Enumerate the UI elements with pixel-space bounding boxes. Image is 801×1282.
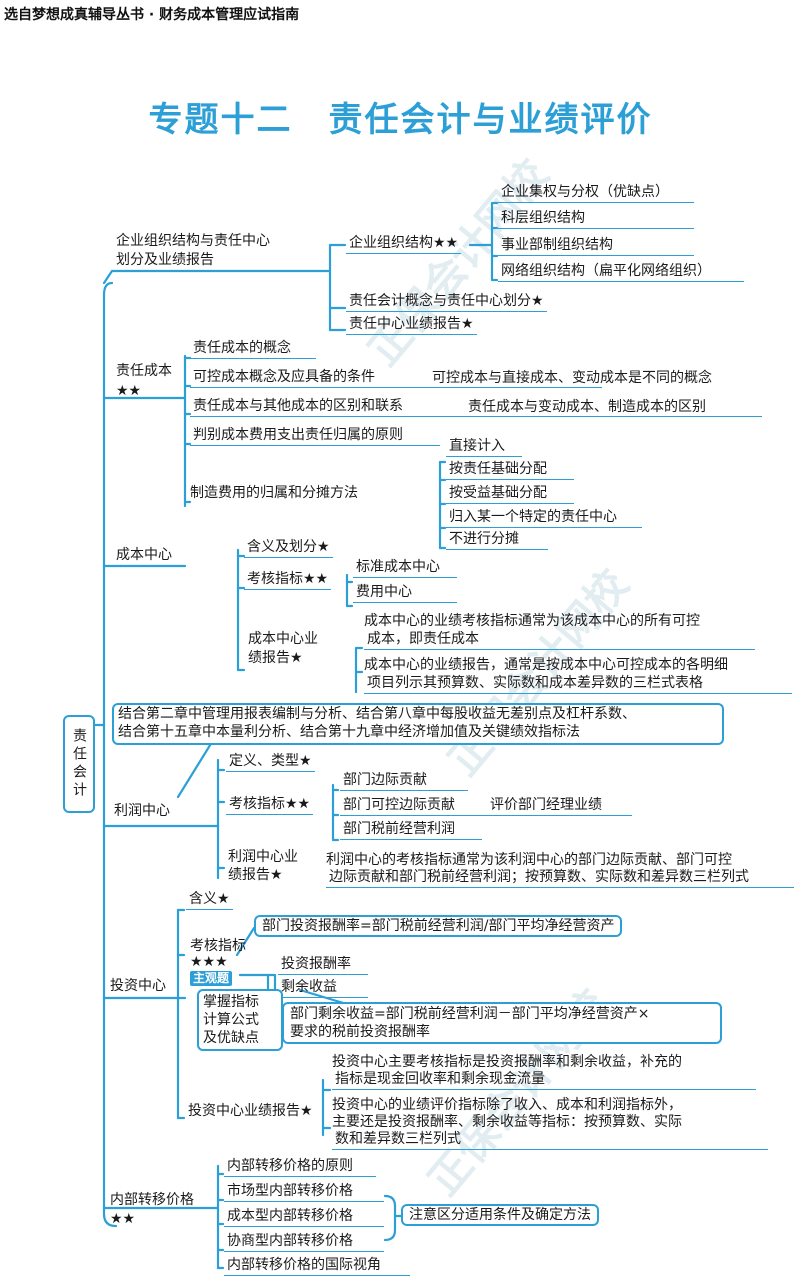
s5-note2-3: 数和差异数三栏列式 xyxy=(332,1130,768,1150)
s5-note2-2: 主要还是投资报酬率、剩余收益等指标：按预算数、实际 xyxy=(332,1114,682,1130)
s4-note-2: 边际贡献和部门税前经营利润；按预算数、实际数和差异数三栏列式 xyxy=(326,868,794,888)
s3-note1-2: 成本，即责任成本 xyxy=(364,630,755,650)
s2-ctrl: 可控成本概念及应具备的条件 xyxy=(190,368,602,388)
s3-meaning: 含义及划分★ xyxy=(244,538,333,558)
s3-kpi: 考核指标★★ xyxy=(244,570,332,590)
s2-label: 责任成本 xyxy=(116,363,172,379)
subjective-badge: 主观题 xyxy=(190,971,233,986)
org-item: 网络组织结构（扁平化网络组织） xyxy=(498,262,744,282)
grasp-box: 掌握指标 计算公式 及优缺点 xyxy=(197,989,283,1051)
s4-report-2: 绩报告★ xyxy=(228,867,283,883)
root-label: 责任会计 xyxy=(71,728,87,800)
s5-ri: 剩余收益 xyxy=(278,978,368,998)
s1-label: 企业组织结构与责任中心 xyxy=(116,233,270,249)
combine-line1: 结合第二章中管理用报表编制与分析、结合第八章中每股收益无差别点及杠杆系数、 xyxy=(118,706,636,722)
s2-diff-note: 责任成本与变动成本、制造成本的区别 xyxy=(468,399,706,415)
s4-kpi-item: 部门可控边际贡献 xyxy=(340,796,632,816)
s3-note2: 成本中心的业绩报告，通常是按成本中心可控成本的各明细 xyxy=(364,657,728,673)
s1-report: 责任中心业绩报告★ xyxy=(346,315,477,335)
mfg-item: 归入某一个特定的责任中心 xyxy=(446,508,642,528)
s5-note2: 投资中心的业绩评价指标除了收入、成本和利润指标外， xyxy=(332,1097,682,1113)
s5-roi: 投资报酬率 xyxy=(278,955,368,975)
s6-stars: ★★ xyxy=(110,1211,136,1227)
ri-formula-line1: 部门剩余收益=部门税前经营利润－部门平均净经营资产× xyxy=(290,1006,650,1022)
s5-kpi-stars: ★★★ xyxy=(190,954,228,970)
s4-kpi-note: 评价部门经理业绩 xyxy=(490,797,602,813)
s3-label: 成本中心 xyxy=(116,547,172,563)
page-title: 专题十二 责任会计与业绩评价 xyxy=(148,100,653,140)
book-header: 选自梦想成真辅导丛书 · 财务成本管理应试指南 xyxy=(4,7,300,23)
s4-report: 利润中心业 xyxy=(228,849,298,865)
mfg-item: 按责任基础分配 xyxy=(446,460,574,480)
s3-note1: 成本中心的业绩考核指标通常为该成本中心的所有可控 xyxy=(364,613,700,629)
grasp-line2: 计算公式 xyxy=(203,1012,259,1028)
transfer-note-box: 注意区分适用条件及确定方法 xyxy=(401,1204,599,1226)
transfer-price-item: 内部转移价格的原则 xyxy=(224,1157,376,1177)
org-structure-node: 企业组织结构★★ xyxy=(346,234,462,254)
mfg-item: 按受益基础分配 xyxy=(446,484,574,504)
s1-label-2: 划分及业绩报告 xyxy=(116,252,214,268)
s3-report: 成本中心业 xyxy=(248,631,318,647)
org-item: 科层组织结构 xyxy=(498,209,694,229)
transfer-price-item: 内部转移价格的国际视角 xyxy=(224,1256,410,1276)
s2-principle: 判别成本费用支出责任归属的原则 xyxy=(190,426,440,446)
s5-kpi: 考核指标 xyxy=(190,938,246,954)
ri-formula-line2: 要求的税前投资报酬率 xyxy=(290,1024,430,1040)
s3-kpi-item: 标准成本中心 xyxy=(353,558,457,578)
roi-formula-box: 部门投资报酬率=部门税前经营利润/部门平均净经营资产 xyxy=(254,915,623,937)
combine-line2: 结合第十五章中本量利分析、结合第十九章中经济增加值及关键绩效指标法 xyxy=(118,724,580,740)
s5-note1: 投资中心主要考核指标是投资报酬率和剩余收益，补充的 xyxy=(332,1054,682,1070)
s4-def: 定义、类型★ xyxy=(226,752,315,772)
s4-note: 利润中心的考核指标通常为该利润中心的部门边际贡献、部门可控 xyxy=(326,852,732,868)
s3-note2-2: 项目列示其预算数、实际数和成本差异数的三栏式表格 xyxy=(364,674,792,694)
mfg-item: 直接计入 xyxy=(446,437,522,457)
s1-concept: 责任会计概念与责任中心划分★ xyxy=(346,292,547,312)
s4-label: 利润中心 xyxy=(114,803,170,819)
ri-formula-box: 部门剩余收益=部门税前经营利润－部门平均净经营资产× 要求的税前投资报酬率 xyxy=(282,1002,722,1044)
s4-kpi: 考核指标★★ xyxy=(226,795,314,815)
combine-box: 结合第二章中管理用报表编制与分析、结合第八章中每股收益无差别点及杠杆系数、 结合… xyxy=(112,703,724,745)
s2-concept: 责任成本的概念 xyxy=(190,339,316,359)
s5-label: 投资中心 xyxy=(110,978,166,994)
s5-badge-wrap: 主观题 xyxy=(190,969,233,987)
s5-meaning: 含义★ xyxy=(186,890,233,910)
s3-kpi-item: 费用中心 xyxy=(353,583,457,603)
org-item: 企业集权与分权（优缺点） xyxy=(498,183,694,203)
transfer-price-item: 协商型内部转移价格 xyxy=(224,1232,384,1252)
org-item: 事业部制组织结构 xyxy=(498,236,694,256)
transfer-price-item: 市场型内部转移价格 xyxy=(224,1182,384,1202)
grasp-line1: 掌握指标 xyxy=(203,994,259,1010)
s2-mfg: 制造费用的归属和分摊方法 xyxy=(190,485,358,501)
s2-diff: 责任成本与其他成本的区别和联系 xyxy=(190,397,762,417)
s2-stars: ★★ xyxy=(116,383,142,399)
grasp-line3: 及优缺点 xyxy=(203,1030,259,1046)
s4-kpi-item: 部门边际贡献 xyxy=(340,771,468,791)
s5-note1-2: 指标是现金回收率和剩余现金流量 xyxy=(332,1070,756,1090)
transfer-price-item: 成本型内部转移价格 xyxy=(224,1207,384,1227)
s5-report: 投资中心业绩报告★ xyxy=(188,1103,313,1119)
root-node: 责任会计 xyxy=(63,715,95,813)
s3-report-2: 绩报告★ xyxy=(248,650,303,666)
s4-kpi-item: 部门税前经营利润 xyxy=(340,820,482,840)
s6-label: 内部转移价格 xyxy=(110,1192,194,1208)
s2-ctrl-note: 可控成本与直接成本、变动成本是不同的概念 xyxy=(432,370,712,386)
mfg-item: 不进行分摊 xyxy=(446,530,548,550)
